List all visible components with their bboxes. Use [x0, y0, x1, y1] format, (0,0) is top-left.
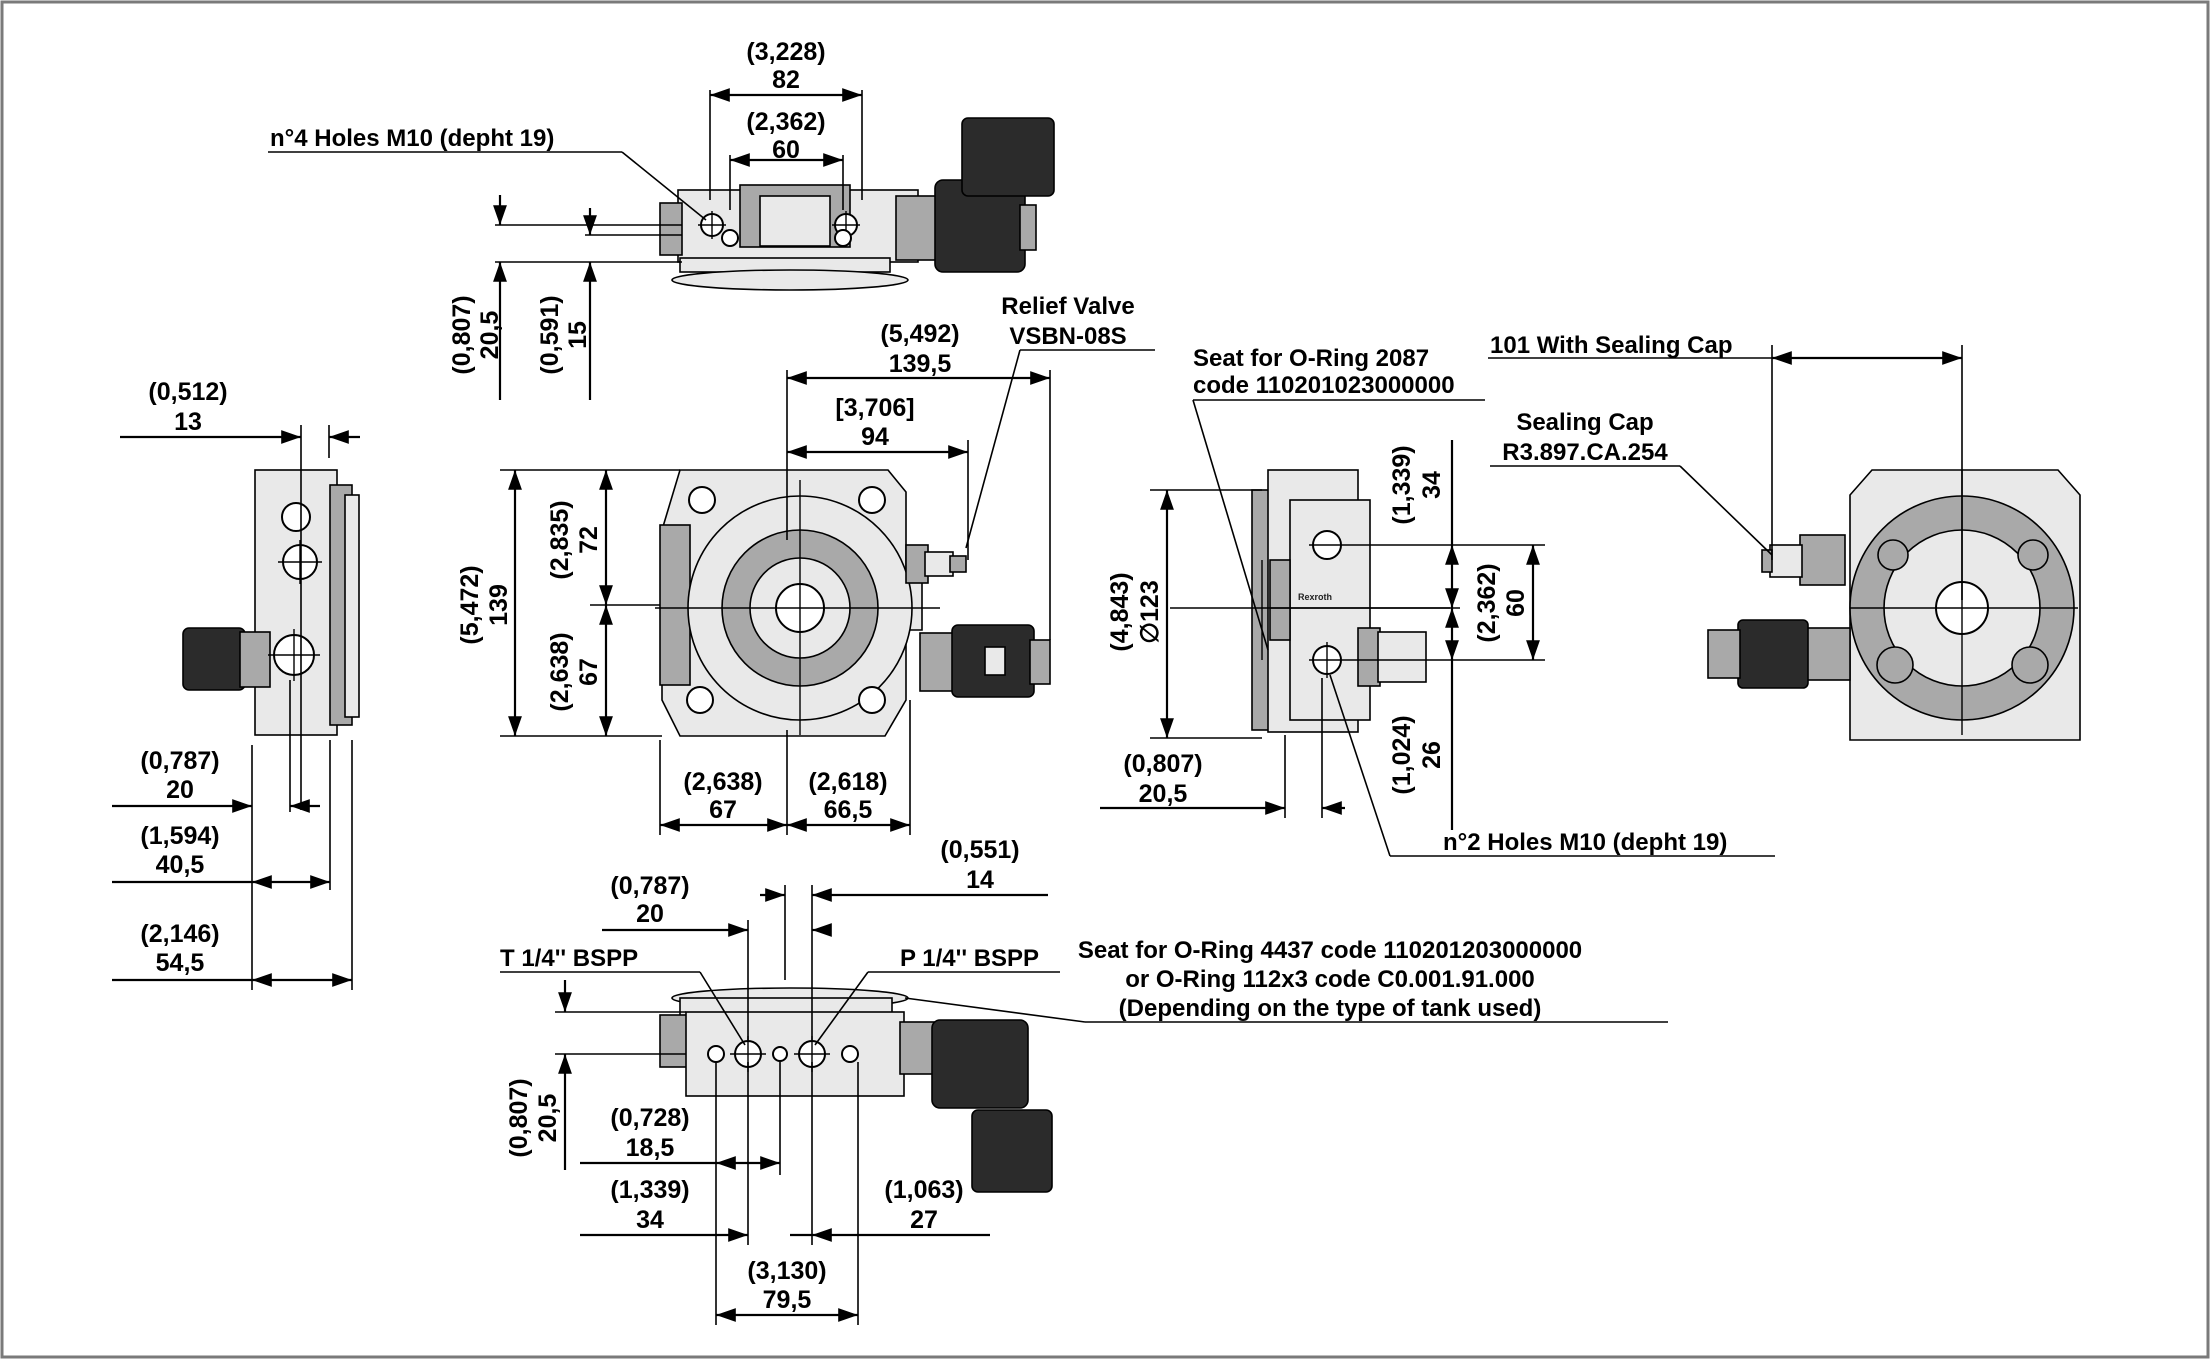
dim-text: 27 [910, 1206, 938, 1234]
dim-text: (0,807) [1123, 750, 1202, 778]
dim-text: 40,5 [156, 851, 205, 879]
dim-text: 79,5 [763, 1286, 812, 1314]
front-view [655, 469, 1051, 737]
dim-text: 14 [966, 866, 994, 894]
label-text: Relief Valve [1001, 293, 1134, 320]
dim-text: 60 [1502, 589, 1530, 617]
dim-text: (0,512) [148, 378, 227, 406]
dim-text: ∅123 [1136, 580, 1164, 644]
dim-text: (2,146) [140, 920, 219, 948]
label-text: or O-Ring 112x3 code C0.001.91.000 [1125, 966, 1535, 993]
iso-view-dimensions: 101 With Sealing Cap Sealing Cap R3.897.… [1488, 332, 1963, 600]
dim-text: 18,5 [626, 1134, 675, 1162]
dim-text: (2,638) [683, 768, 762, 796]
top-view [659, 117, 1055, 291]
iso-view [1707, 469, 2081, 741]
dim-text: (2,638) [546, 632, 574, 711]
bottom-view-dimensions: (0,551) 14 (0,787) 20 T 1/4'' BSPP P 1/4… [500, 836, 1668, 1325]
dim-text: [3,706] [835, 394, 914, 422]
dim-text: (2,618) [808, 768, 887, 796]
right-side-dimensions: (4,843) ∅123 (1,339) 34 (2,362) 60 (1,02… [1100, 345, 1775, 857]
dim-text: 139 [485, 584, 513, 626]
dim-text: (3,130) [747, 1257, 826, 1285]
dim-text: 60 [772, 136, 800, 164]
dim-text: (2,835) [546, 500, 574, 579]
dim-text: (1,024) [1388, 715, 1416, 794]
dim-text: 26 [1418, 741, 1446, 769]
dim-text: (5,472) [456, 565, 484, 644]
dim-text: (5,492) [880, 320, 959, 348]
dim-text: (0,787) [610, 872, 689, 900]
top-view-dimensions: (3,228) 82 (2,362) 60 n°4 Holes M10 (dep… [268, 38, 863, 400]
dim-text: (1,063) [884, 1176, 963, 1204]
dim-text: (1,339) [610, 1176, 689, 1204]
label-text: R3.897.CA.254 [1502, 439, 1668, 466]
dim-text: (3,228) [746, 38, 825, 66]
dim-text: (2,362) [1473, 563, 1501, 642]
dim-text: (4,843) [1106, 572, 1134, 651]
dim-text: (0,728) [610, 1104, 689, 1132]
dim-text: 94 [861, 423, 889, 451]
dim-text: (0,807) [448, 295, 476, 374]
label-text: 101 With Sealing Cap [1490, 332, 1733, 359]
label-text: Seat for O-Ring 2087 [1193, 345, 1429, 372]
label-text: Seat for O-Ring 4437 code 11020120300000… [1078, 937, 1582, 964]
dim-text: (2,362) [746, 108, 825, 136]
dim-text: 20 [166, 776, 194, 804]
dim-text: (1,339) [1388, 445, 1416, 524]
label-text: n°4 Holes M10 (depht 19) [270, 125, 554, 152]
brand-text: Rexroth [1298, 592, 1332, 602]
label-text: n°2 Holes M10 (depht 19) [1443, 829, 1727, 856]
dim-text: 67 [575, 658, 603, 686]
right-side-view: Rexroth [1170, 469, 1450, 733]
dim-text: 34 [1418, 471, 1446, 499]
dim-text: (1,594) [140, 822, 219, 850]
dim-text: (0,551) [940, 836, 1019, 864]
dim-text: 66,5 [824, 796, 873, 824]
left-side-view [182, 469, 360, 736]
dim-text: 72 [575, 526, 603, 554]
dim-text: 67 [709, 796, 737, 824]
label-text: code 110201023000000 [1193, 372, 1455, 399]
dim-text: 13 [174, 408, 202, 436]
label-text: T 1/4'' BSPP [500, 945, 638, 972]
dim-text: 54,5 [156, 949, 205, 977]
bottom-view [659, 987, 1053, 1193]
dim-text: 15 [564, 321, 592, 349]
dim-text: 82 [772, 66, 800, 94]
label-text: (Depending on the type of tank used) [1119, 995, 1542, 1022]
dim-text: 139,5 [889, 350, 952, 378]
left-side-dimensions: (0,512) 13 (0,787) 20 (1,594) 40,5 (2,14… [112, 378, 360, 990]
dim-text: (0,787) [140, 747, 219, 775]
label-text: VSBN-08S [1009, 323, 1126, 350]
dim-text: 20,5 [1139, 780, 1188, 808]
dim-text: (0,591) [536, 295, 564, 374]
label-text: P 1/4'' BSPP [900, 945, 1039, 972]
dim-text: 34 [636, 1206, 664, 1234]
dim-text: 20 [636, 900, 664, 928]
dim-text: (0,807) [505, 1078, 533, 1157]
front-view-dimensions: (5,492) 139,5 [3,706] 94 Relief Valve VS… [456, 293, 1155, 835]
dim-text: 20,5 [534, 1094, 562, 1143]
label-text: Sealing Cap [1516, 409, 1653, 436]
dim-text: 20,5 [476, 311, 504, 360]
